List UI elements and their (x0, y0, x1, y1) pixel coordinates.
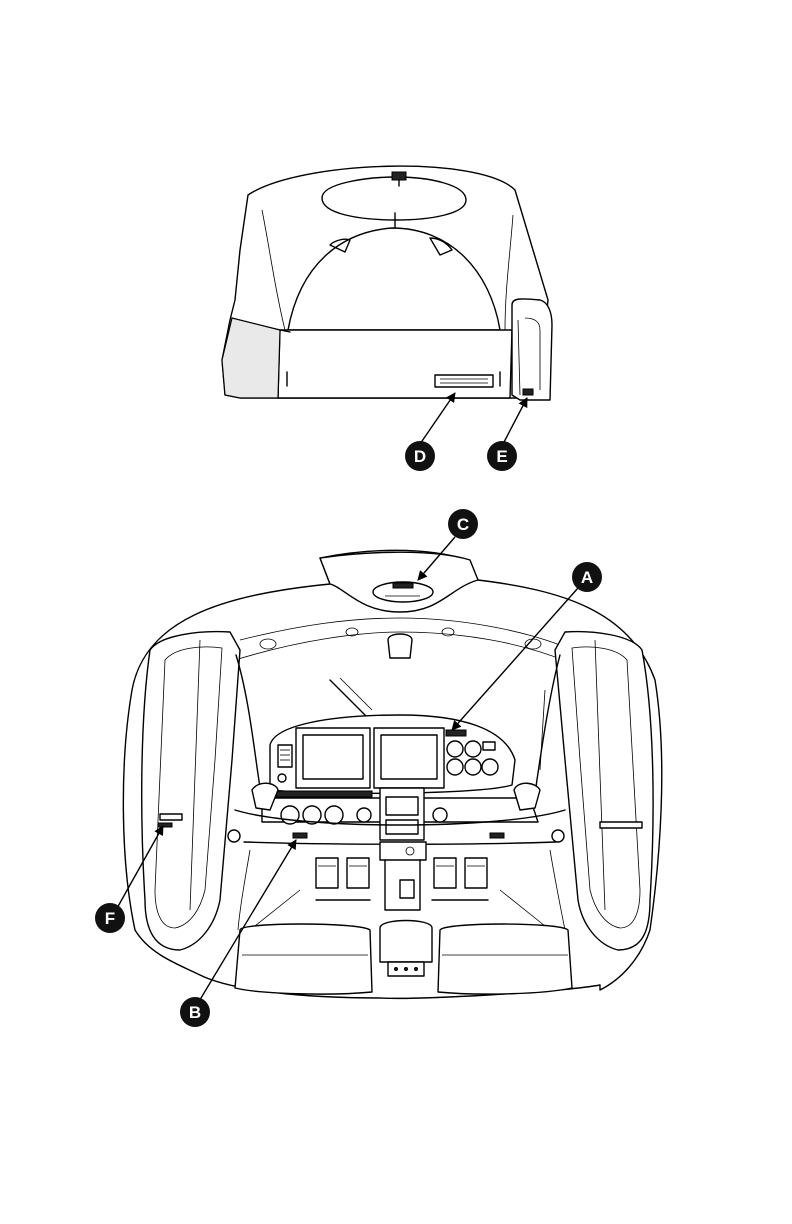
overhead-light-c (393, 583, 413, 588)
rear-placard-d (435, 375, 493, 387)
callout-f: F (95, 903, 125, 933)
svg-text:C: C (457, 515, 469, 534)
callout-c: C (448, 509, 478, 539)
compass-icon (388, 634, 412, 658)
callout-e: E (487, 441, 517, 471)
svg-text:F: F (105, 909, 115, 928)
top-fixture-icon (392, 172, 406, 180)
svg-text:B: B (189, 1003, 201, 1022)
left-door-handle-f (160, 814, 182, 820)
svg-text:A: A (581, 568, 593, 587)
svg-text:D: D (414, 447, 426, 466)
rear-placard-e (523, 389, 533, 395)
cockpit-view (123, 550, 661, 998)
callout-d: D (405, 441, 435, 471)
rear-cabin-view (222, 166, 552, 400)
svg-text:E: E (496, 447, 507, 466)
callout-a: A (572, 562, 602, 592)
placard-a (446, 730, 466, 736)
callout-b: B (180, 997, 210, 1027)
placard-b (293, 833, 307, 838)
